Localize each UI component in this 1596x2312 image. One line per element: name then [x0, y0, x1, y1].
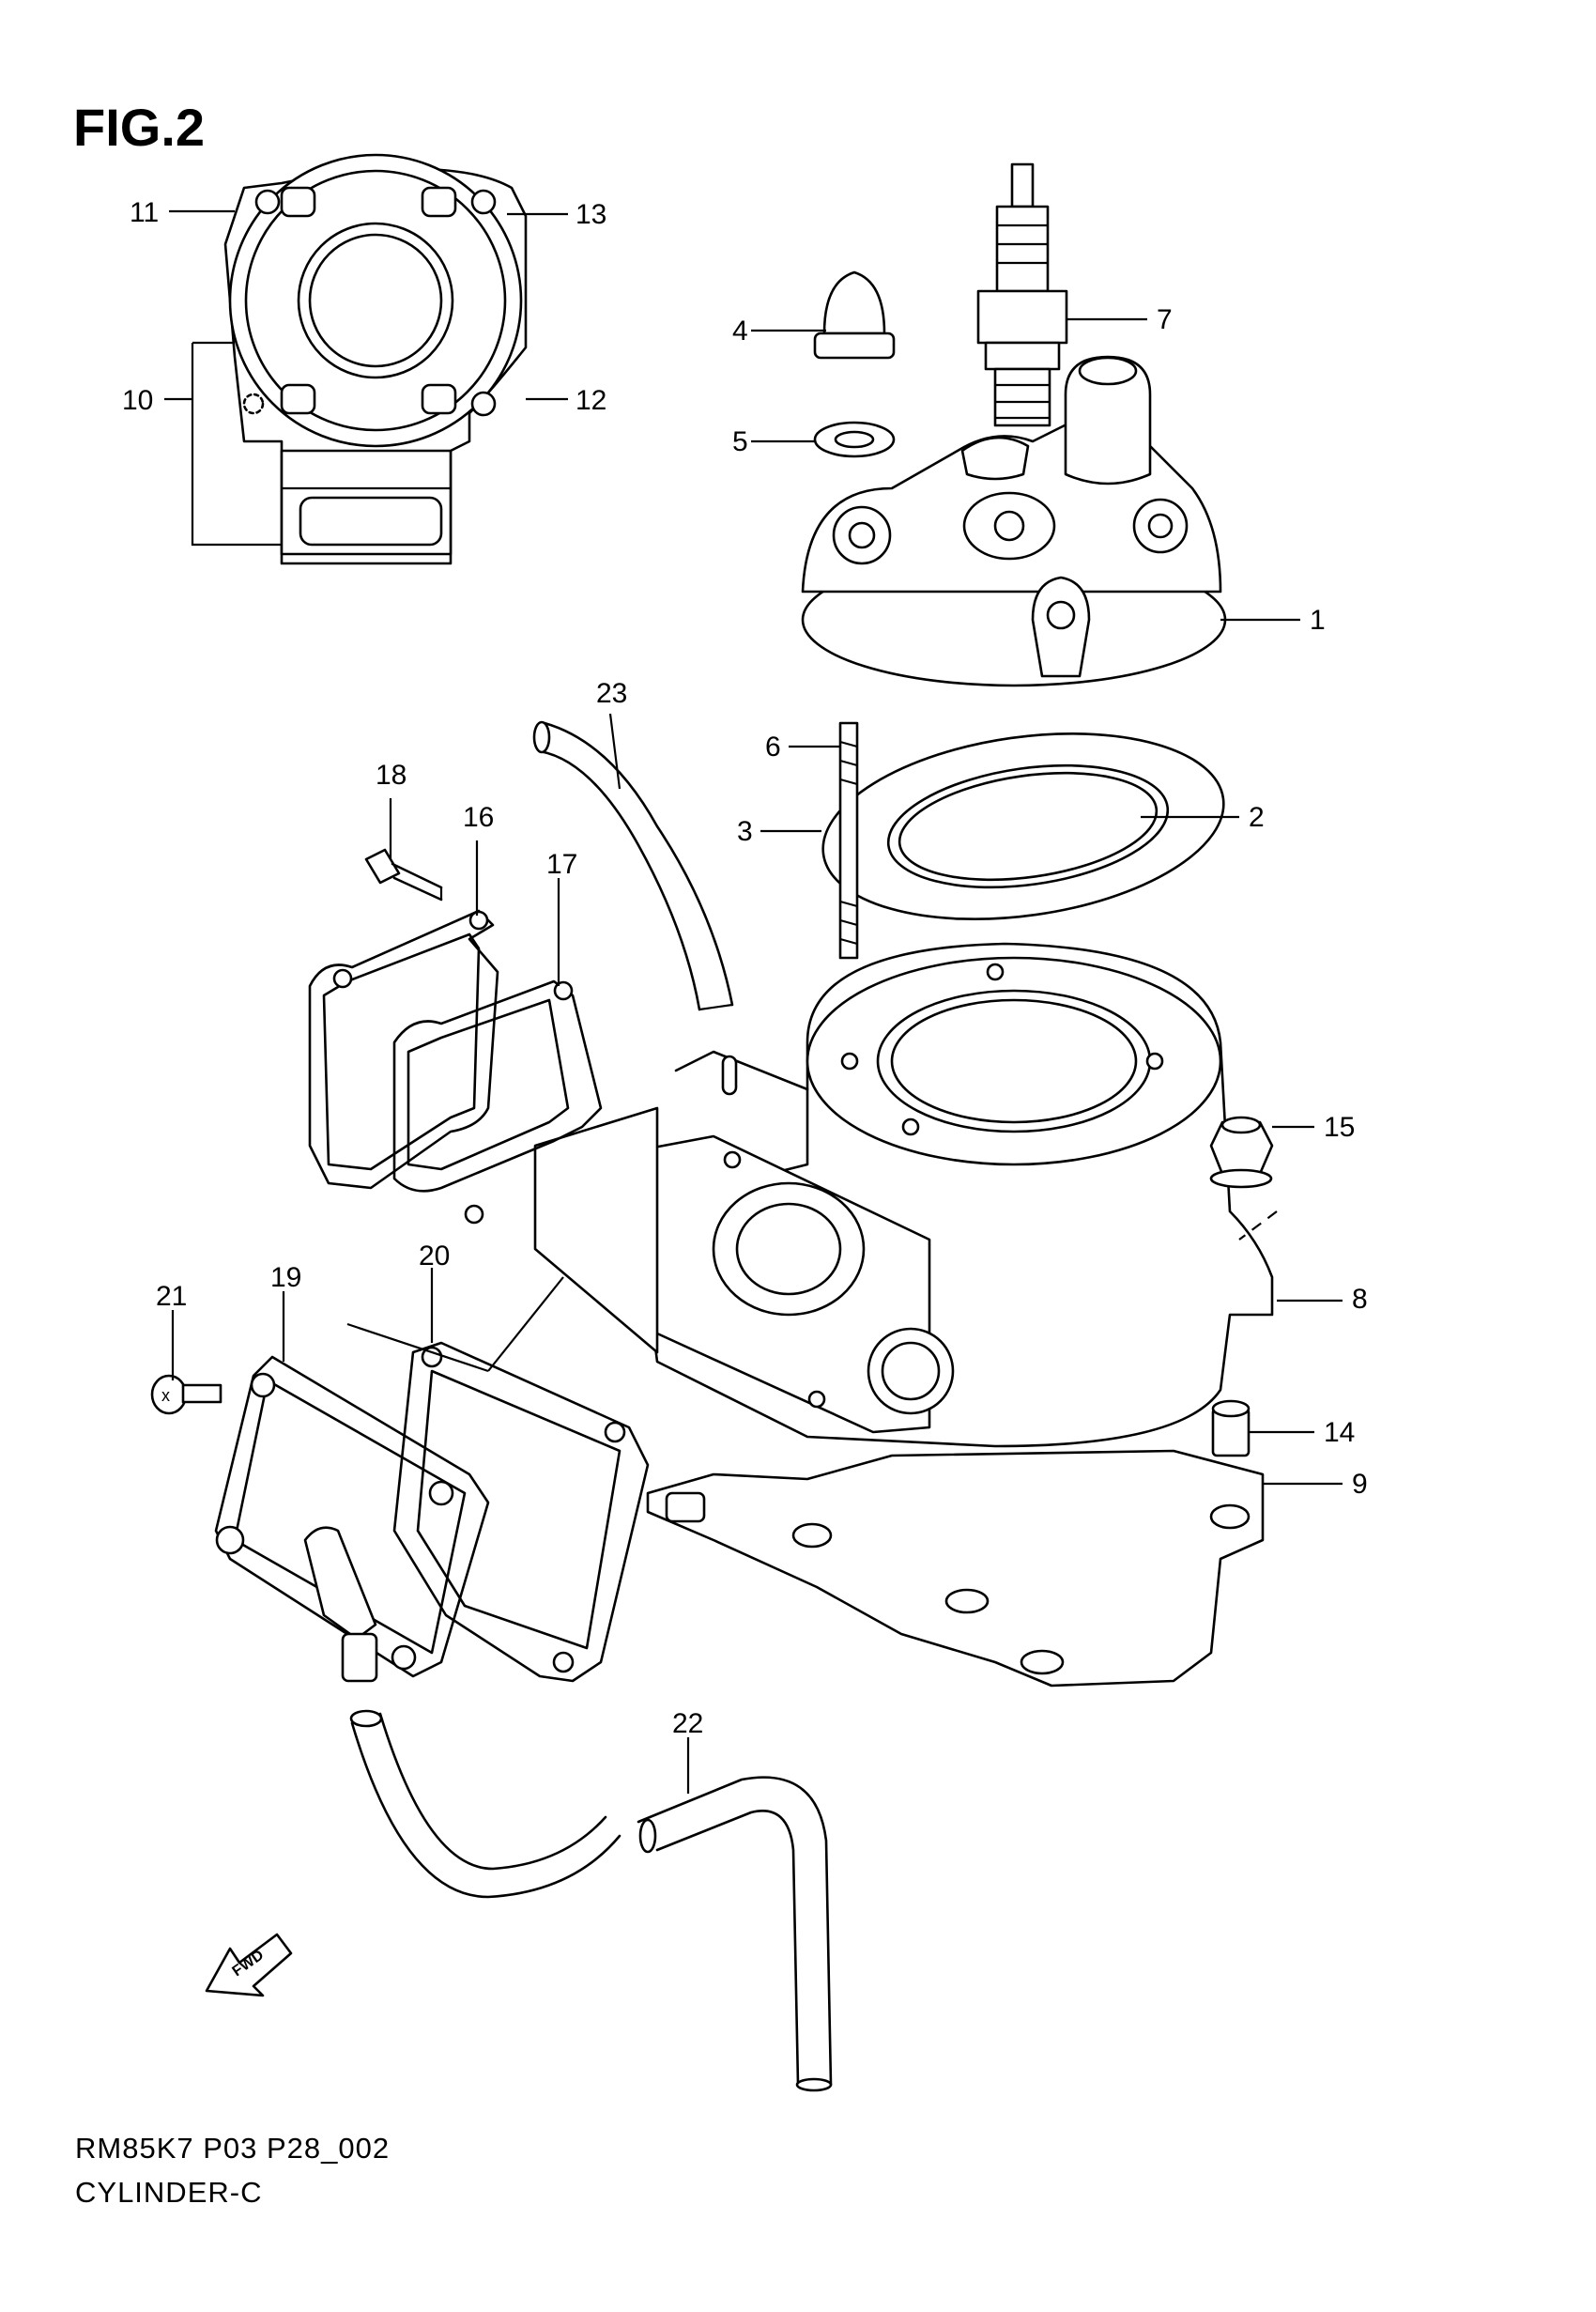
callout-1: 1	[1310, 605, 1326, 636]
callout-14: 14	[1324, 1417, 1355, 1448]
diagram-code: RM85K7 P03 P28_002	[75, 2132, 391, 2165]
head-gasket	[821, 732, 1225, 921]
stud-bolt	[838, 721, 859, 960]
cylinder-top-inset	[223, 153, 528, 565]
callout-8: 8	[1352, 1284, 1368, 1315]
base-gasket	[646, 1449, 1265, 1688]
washer	[813, 421, 896, 458]
cylinder-body	[533, 942, 1274, 1448]
hose-22	[349, 1709, 833, 2092]
figure-title: FIG.2	[73, 98, 206, 157]
callout-12: 12	[575, 385, 606, 416]
valve-gasket-17	[392, 979, 603, 1225]
callout-13: 13	[575, 199, 606, 230]
dowel-pin	[1211, 1399, 1251, 1457]
spark-plug	[976, 162, 1068, 427]
callout-4: 4	[732, 316, 748, 347]
cylinder-head	[801, 355, 1227, 687]
callout-23: 23	[596, 678, 627, 709]
callout-numbers: 1 2 3 4 5 6 7 8 9 10 11 12 13 14 15 16 1…	[122, 197, 1368, 1739]
leader-lines	[164, 209, 1343, 1794]
hose-23	[532, 720, 734, 1011]
cover-19	[214, 1355, 490, 1683]
callout-2: 2	[1249, 802, 1265, 833]
valve-gasket-16	[308, 909, 499, 1190]
callout-10: 10	[122, 385, 153, 416]
callout-11: 11	[130, 197, 159, 228]
callout-19: 19	[270, 1262, 301, 1293]
callout-22: 22	[672, 1708, 703, 1739]
screw-21: x	[150, 1374, 223, 1415]
flange-nut	[1209, 1116, 1274, 1189]
callout-15: 15	[1324, 1112, 1355, 1143]
callout-6: 6	[765, 732, 781, 763]
callout-16: 16	[463, 802, 494, 833]
cover-bolt-18	[364, 848, 443, 902]
callout-20: 20	[419, 1241, 450, 1272]
callout-21: 21	[156, 1281, 187, 1312]
fwd-arrow-icon: FWD	[205, 1933, 293, 1997]
callout-5: 5	[732, 426, 748, 457]
diagram-name: CYLINDER-C	[75, 2176, 263, 2209]
callout-9: 9	[1352, 1469, 1368, 1500]
cap-nut	[813, 270, 896, 360]
callout-7: 7	[1157, 304, 1173, 335]
svg-text:x: x	[161, 1386, 170, 1405]
gasket-20	[392, 1341, 650, 1683]
callout-3: 3	[737, 816, 753, 847]
callout-17: 17	[546, 849, 577, 880]
callout-18: 18	[376, 760, 407, 791]
